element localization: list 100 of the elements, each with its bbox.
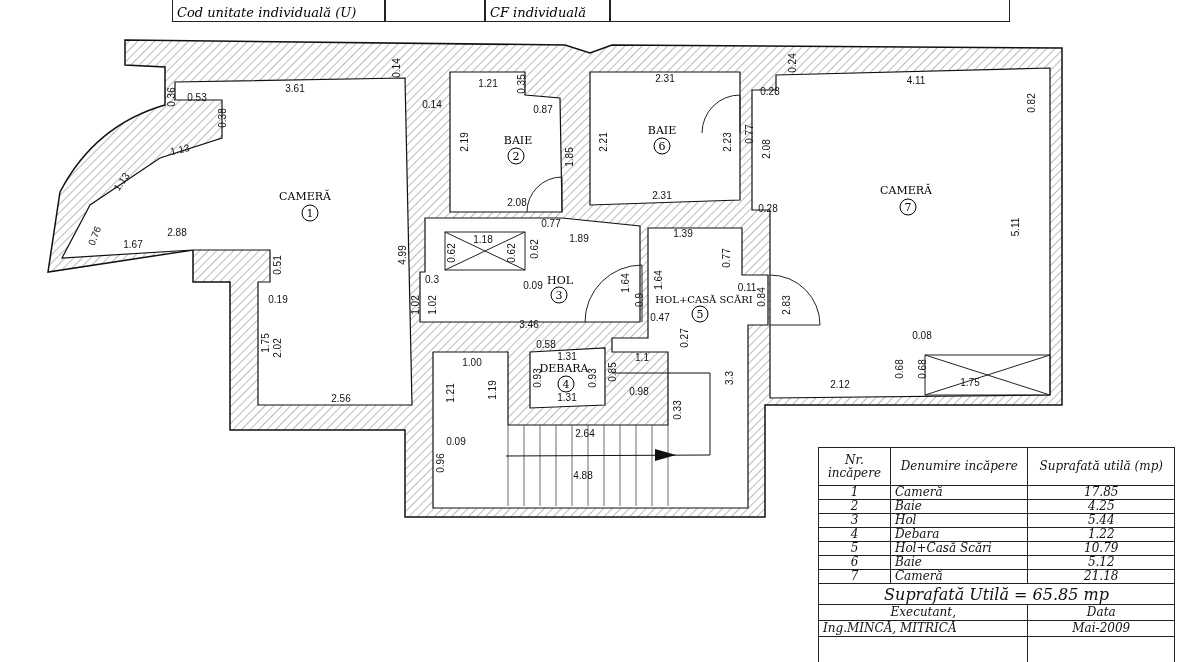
dimension-label: 1.21 <box>478 79 498 89</box>
dimension-label: 0.87 <box>533 105 553 115</box>
dimension-label: 1.85 <box>565 147 575 167</box>
dimension-label: 0.68 <box>918 359 928 379</box>
dimension-label: 4.99 <box>398 245 408 265</box>
table-cell: 17.85 <box>1028 485 1175 500</box>
dimension-label: 0.14 <box>392 58 402 78</box>
dimension-label: 2.88 <box>167 228 187 238</box>
dimension-label: 1.67 <box>123 240 143 250</box>
dimension-label: 2.19 <box>460 132 470 152</box>
table-cell: 4 <box>818 527 891 542</box>
dimension-label: 0.77 <box>722 248 732 268</box>
dimension-label: 2.64 <box>575 429 595 439</box>
dimension-label: 0.09 <box>523 281 543 291</box>
table-cell: Ing.MINCĂ, MITRICĂ <box>818 620 1028 637</box>
dimension-label: 1.1 <box>635 353 649 363</box>
room-area <box>530 348 605 408</box>
dimension-label: 0.35 <box>517 74 527 94</box>
dimension-label: 0.51 <box>273 255 283 275</box>
dimension-label: 1.31 <box>557 393 577 403</box>
room-name: BAIE <box>503 133 533 147</box>
table-cell: Baie <box>890 555 1028 570</box>
dimension-label: 1.39 <box>673 229 693 239</box>
table-cell: 5.12 <box>1028 555 1175 570</box>
table-cell: 5 <box>818 541 891 556</box>
dimension-label: 0.3 <box>425 275 439 285</box>
dimension-label: 0.96 <box>436 453 446 473</box>
dimension-label: 0.58 <box>536 340 556 350</box>
dimension-label: 1.19 <box>488 380 498 400</box>
dimension-label: 1.02 <box>428 295 438 315</box>
table-cell: Suprafată Utilă = 65.85 mp <box>818 583 1175 605</box>
table-cell: Mai-2009 <box>1028 620 1175 637</box>
table-cell: Debara <box>890 527 1028 542</box>
table-header-cell: Nr. incăpere <box>818 447 891 486</box>
dimension-label: 0.14 <box>422 100 442 110</box>
dimension-label: 0.85 <box>608 362 618 382</box>
table-header-cell: Suprafată utilă (mp) <box>1028 447 1175 486</box>
dimension-label: 0.28 <box>760 87 780 97</box>
dimension-label: 0.24 <box>788 53 798 73</box>
dimension-label: 2.02 <box>273 338 283 358</box>
table-cell: 10.79 <box>1028 541 1175 556</box>
dimension-label: 1.02 <box>411 295 421 315</box>
dimension-label: 2.31 <box>655 74 675 84</box>
dimension-label: 2.31 <box>652 191 672 201</box>
dimension-label: 1.31 <box>557 352 577 362</box>
dimension-label: 2.12 <box>830 380 850 390</box>
room-area <box>62 78 412 405</box>
table-cell: 4.25 <box>1028 499 1175 514</box>
dimension-label: 1.21 <box>446 383 456 403</box>
dimension-label: 1.64 <box>621 273 631 293</box>
room-name: CAMERĂ <box>880 183 932 197</box>
dimension-label: 2.56 <box>331 394 351 404</box>
table-cell: 7 <box>818 569 891 584</box>
room-area <box>590 72 740 205</box>
table-cell: 21.18 <box>1028 569 1175 584</box>
dimension-label: 0.28 <box>758 204 778 214</box>
dimension-label: 2.08 <box>507 198 527 208</box>
dimension-label: 2.21 <box>599 132 609 152</box>
table-cell: Cameră <box>890 569 1028 584</box>
dimension-label: 0.93 <box>588 368 598 388</box>
table-cell: 1 <box>818 485 891 500</box>
dimension-label: 0.33 <box>673 400 683 420</box>
dimension-label: 5.11 <box>1011 217 1021 237</box>
dimension-label: 0.09 <box>446 437 466 447</box>
dimension-label: 0.76 <box>86 225 104 247</box>
room-area <box>450 72 562 212</box>
table-cell: Cameră <box>890 485 1028 500</box>
room-name: CAMERĂ <box>279 189 331 203</box>
dimension-label: 1.89 <box>569 234 589 244</box>
dimension-label: 2.23 <box>723 132 733 152</box>
dimension-label: 0.77 <box>745 124 755 144</box>
dimension-label: 0.11 <box>737 283 757 293</box>
dimension-label: 3.46 <box>519 320 539 330</box>
dimension-label: 4.11 <box>906 76 926 86</box>
dimension-label: 1.75 <box>261 333 271 353</box>
dimension-label: 3.3 <box>725 371 735 385</box>
dimension-label: 0.36 <box>167 87 177 107</box>
dimension-label: 2.83 <box>782 295 792 315</box>
dimension-label: 0.27 <box>680 328 690 348</box>
dimension-label: 0.82 <box>1027 93 1037 113</box>
table-cell: CF individuală <box>485 0 610 22</box>
dimension-label: 1.13 <box>169 143 191 157</box>
dimension-label: 0.68 <box>895 359 905 379</box>
dimension-label: 1.18 <box>473 235 493 245</box>
dimension-label: 0.98 <box>629 387 649 397</box>
dimension-label: 0.77 <box>541 219 561 229</box>
dimension-label: 2.08 <box>762 139 772 159</box>
dimension-label: 0.62 <box>507 243 517 263</box>
table-cell: Hol <box>890 513 1028 528</box>
dimension-label: 0.08 <box>912 331 932 341</box>
dimension-label: 0.84 <box>757 287 767 307</box>
table-cell: 1.22 <box>1028 527 1175 542</box>
dimension-label: 1.75 <box>960 378 980 388</box>
dimension-label: 1.00 <box>462 358 482 368</box>
table-cell: Executant, <box>818 604 1028 621</box>
dimension-label: 0.38 <box>218 108 228 128</box>
dimension-label: 1.64 <box>654 270 664 290</box>
table-cell: Cod unitate individuală (U) <box>172 0 385 22</box>
table-cell: 3 <box>818 513 891 528</box>
table-cell: 6 <box>818 555 891 570</box>
